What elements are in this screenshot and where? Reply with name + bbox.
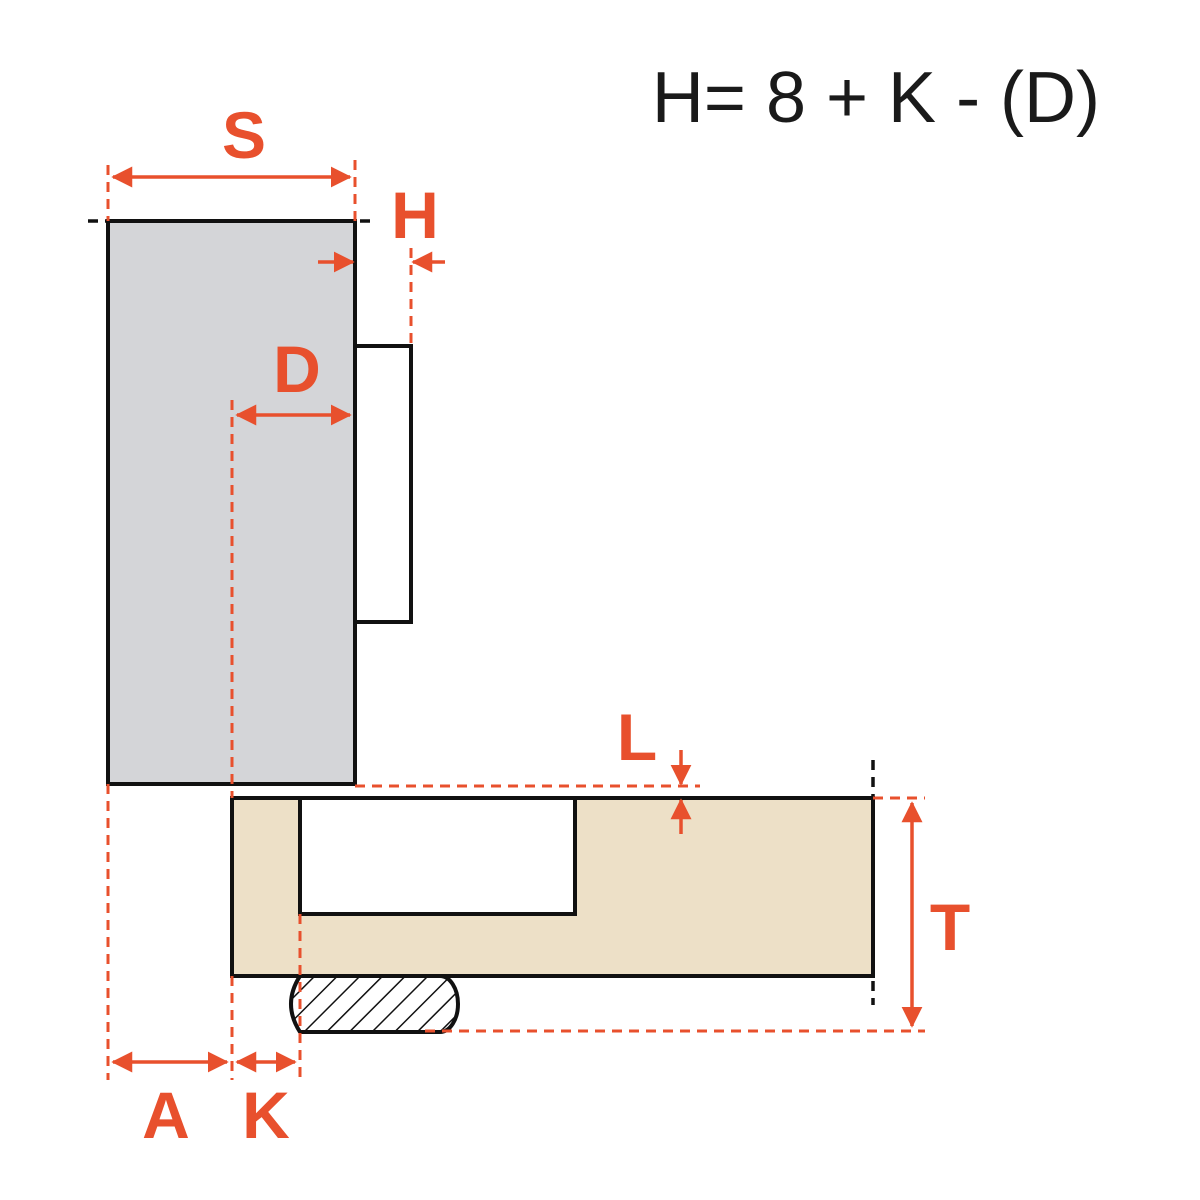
l-label: L <box>617 700 657 774</box>
k-label: K <box>242 1078 290 1152</box>
s-label: S <box>222 98 266 172</box>
mounting-plate <box>289 974 460 1034</box>
hinge-boring-pocket <box>298 796 577 916</box>
d-label: D <box>273 332 321 406</box>
formula-text: H= 8 + K - (D) <box>652 58 1100 138</box>
h-label: H <box>391 178 439 252</box>
a-label: A <box>142 1078 190 1152</box>
hinge-plate <box>353 344 413 624</box>
t-label: T <box>930 890 970 964</box>
